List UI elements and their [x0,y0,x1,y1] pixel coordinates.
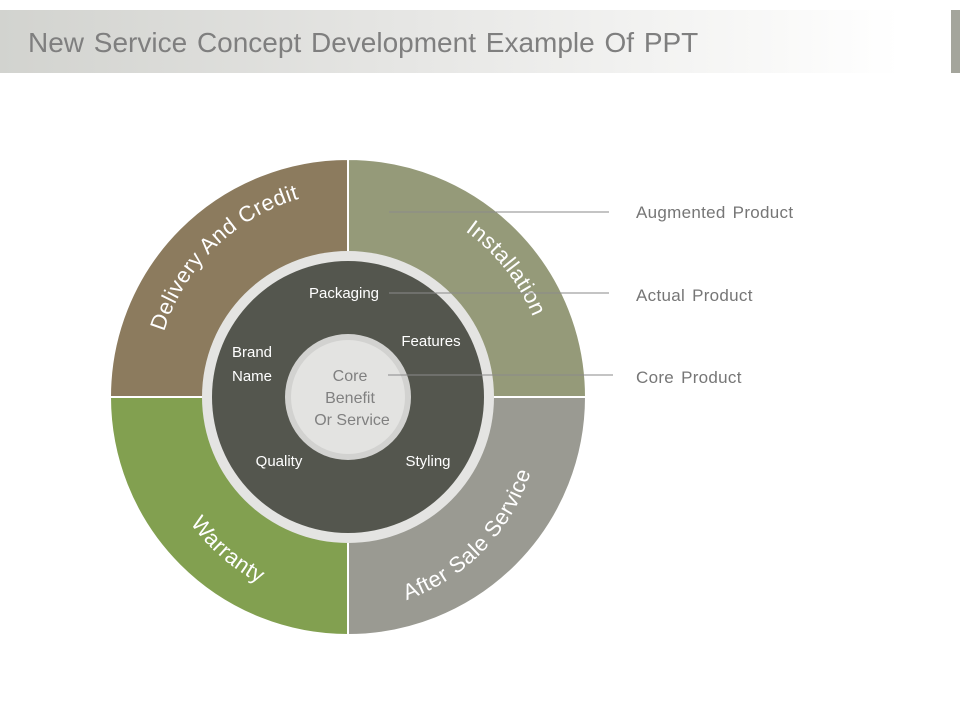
core-line-1: Core [333,368,368,385]
core-circle [291,340,405,454]
legend-augmented-product: Augmented Product [636,203,794,222]
legend-core-product: Core Product [636,368,742,387]
core-line-2: Benefit [325,390,375,407]
label-styling: Styling [405,453,450,470]
label-name: Name [232,368,272,385]
corner-accent [951,10,960,73]
core-line-3: Or Service [314,412,390,429]
label-features: Features [401,333,460,350]
title-bar [0,10,900,73]
page-title: New Service Concept Development Example … [28,27,699,58]
legend-actual-product: Actual Product [636,286,753,305]
label-brand: Brand [232,344,272,361]
label-quality: Quality [256,453,303,470]
label-packaging: Packaging [309,285,379,302]
